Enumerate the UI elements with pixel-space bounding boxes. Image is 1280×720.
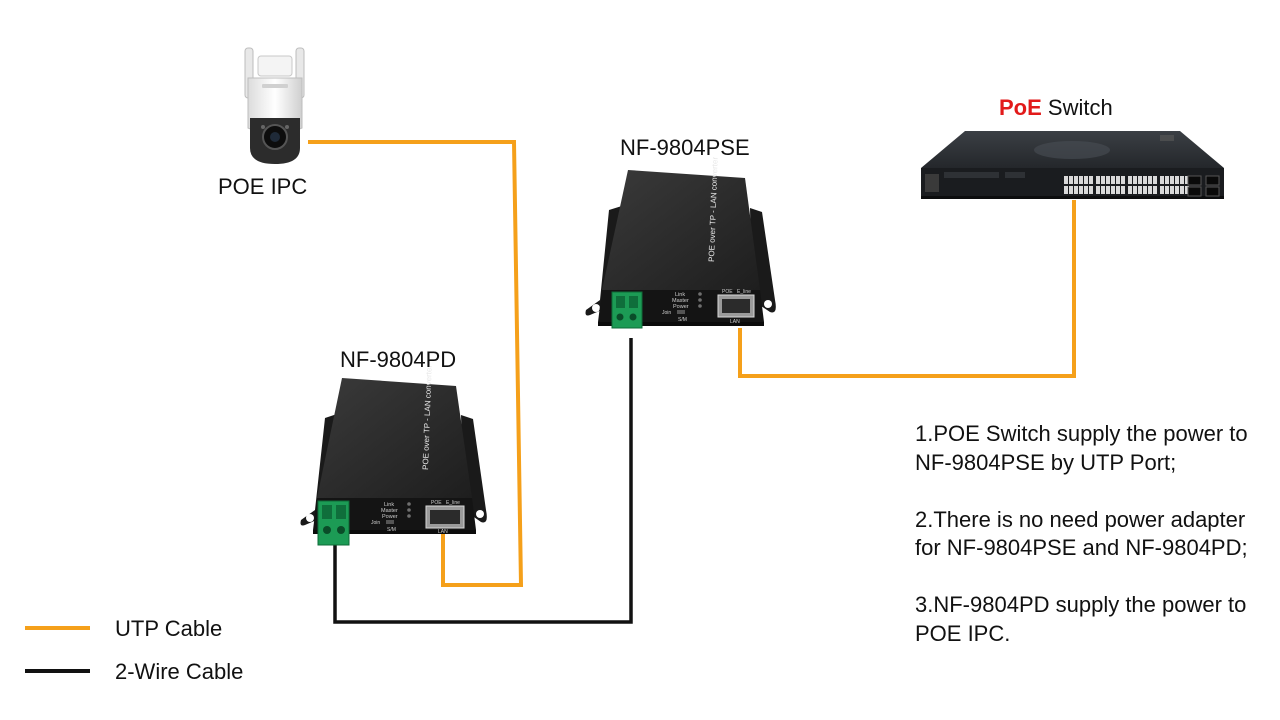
switch-port [1180,176,1184,184]
switch-port [1106,186,1110,194]
switch-port [1148,176,1152,184]
svg-text:LAN: LAN [730,319,740,325]
svg-text:Link: Link [675,292,685,298]
svg-text:POE over TP - LAN converter: POE over TP - LAN converter [421,364,434,470]
switch-port [1079,186,1083,194]
switch-port [1084,186,1088,194]
switch-port [1185,176,1189,184]
svg-text:Join: Join [662,310,671,316]
switch-port [1138,186,1142,194]
poe-switch-label-suffix: Switch [1041,95,1113,120]
switch-port [1128,176,1132,184]
nf-9804pse-device-image: POE over TP - LAN converter Link Master … [585,156,776,329]
switch-port [1106,176,1110,184]
svg-text:Power: Power [382,514,398,520]
switch-port [1185,186,1189,194]
switch-port [1064,176,1068,184]
utp-cable-pse-to-switch [738,200,1076,378]
note-item: 2.There is no need power adapter for NF-… [915,506,1248,561]
switch-port [1069,186,1073,194]
switch-port [1170,176,1174,184]
switch-port [1069,176,1073,184]
svg-text:E_line: E_line [446,500,460,506]
svg-text:Join: Join [371,520,380,526]
switch-port [1111,186,1115,194]
switch-port [1153,186,1157,194]
poe-switch-device-image [921,131,1224,199]
switch-port [1165,186,1169,194]
switch-port [1121,186,1125,194]
switch-port [1064,186,1068,194]
svg-text:E_line: E_line [737,289,751,295]
two-wire-cable-pd-to-pse [333,338,633,624]
switch-port [1148,186,1152,194]
switch-port [1143,186,1147,194]
svg-text:Link: Link [384,502,394,508]
svg-text:Power: Power [673,304,689,310]
switch-port [1101,186,1105,194]
switch-port [1096,186,1100,194]
switch-port [1180,186,1184,194]
svg-text:LAN: LAN [438,529,448,535]
switch-port [1089,186,1093,194]
switch-port [1128,186,1132,194]
svg-text:S/M: S/M [387,527,396,533]
svg-text:Master: Master [672,298,689,304]
notes-block: 1.POE Switch supply the power to NF-9804… [915,420,1265,677]
switch-port [1074,176,1078,184]
utp-cable-camera-to-pd [308,140,524,587]
switch-port [1101,176,1105,184]
poe-ipc-camera-image [244,47,305,164]
nf-9804pd-label: NF-9804PD [340,347,457,372]
svg-text:POE: POE [431,500,442,506]
switch-port [1074,186,1078,194]
switch-port [1089,176,1093,184]
switch-port [1084,176,1088,184]
poe-switch-label-prefix: PoE [999,95,1042,120]
switch-port [1143,176,1147,184]
switch-port [1116,186,1120,194]
switch-port [1079,176,1083,184]
svg-text:S/M: S/M [678,317,687,323]
switch-port [1121,176,1125,184]
switch-port [1175,176,1179,184]
switch-port [1153,176,1157,184]
nf-9804pd-device-image: POE over TP - LAN converter Link Master … [300,364,487,546]
switch-port [1116,176,1120,184]
poe-switch-label: PoE Switch [999,95,1113,121]
switch-port [1175,186,1179,194]
switch-port [1170,186,1174,194]
switch-port [1096,176,1100,184]
note-item: 1.POE Switch supply the power to NF-9804… [915,421,1248,475]
nf-9804pse-label: NF-9804PSE [620,135,750,160]
switch-port [1138,176,1142,184]
switch-port [1133,176,1137,184]
svg-text:POE: POE [722,289,733,295]
switch-port [1165,176,1169,184]
switch-port-grid [1064,176,1189,194]
note-item: 3.NF-9804PD supply the power to POE IPC. [915,592,1247,646]
svg-text:POE over TP - LAN converter: POE over TP - LAN converter [707,156,720,262]
poe-ipc-label: POE IPC [218,174,308,199]
switch-port [1133,186,1137,194]
legend-two-wire-label: 2-Wire Cable [115,659,244,684]
legend-utp-label: UTP Cable [115,616,223,641]
switch-port [1160,186,1164,194]
svg-text:Master: Master [381,508,398,514]
switch-port [1160,176,1164,184]
switch-port [1111,176,1115,184]
